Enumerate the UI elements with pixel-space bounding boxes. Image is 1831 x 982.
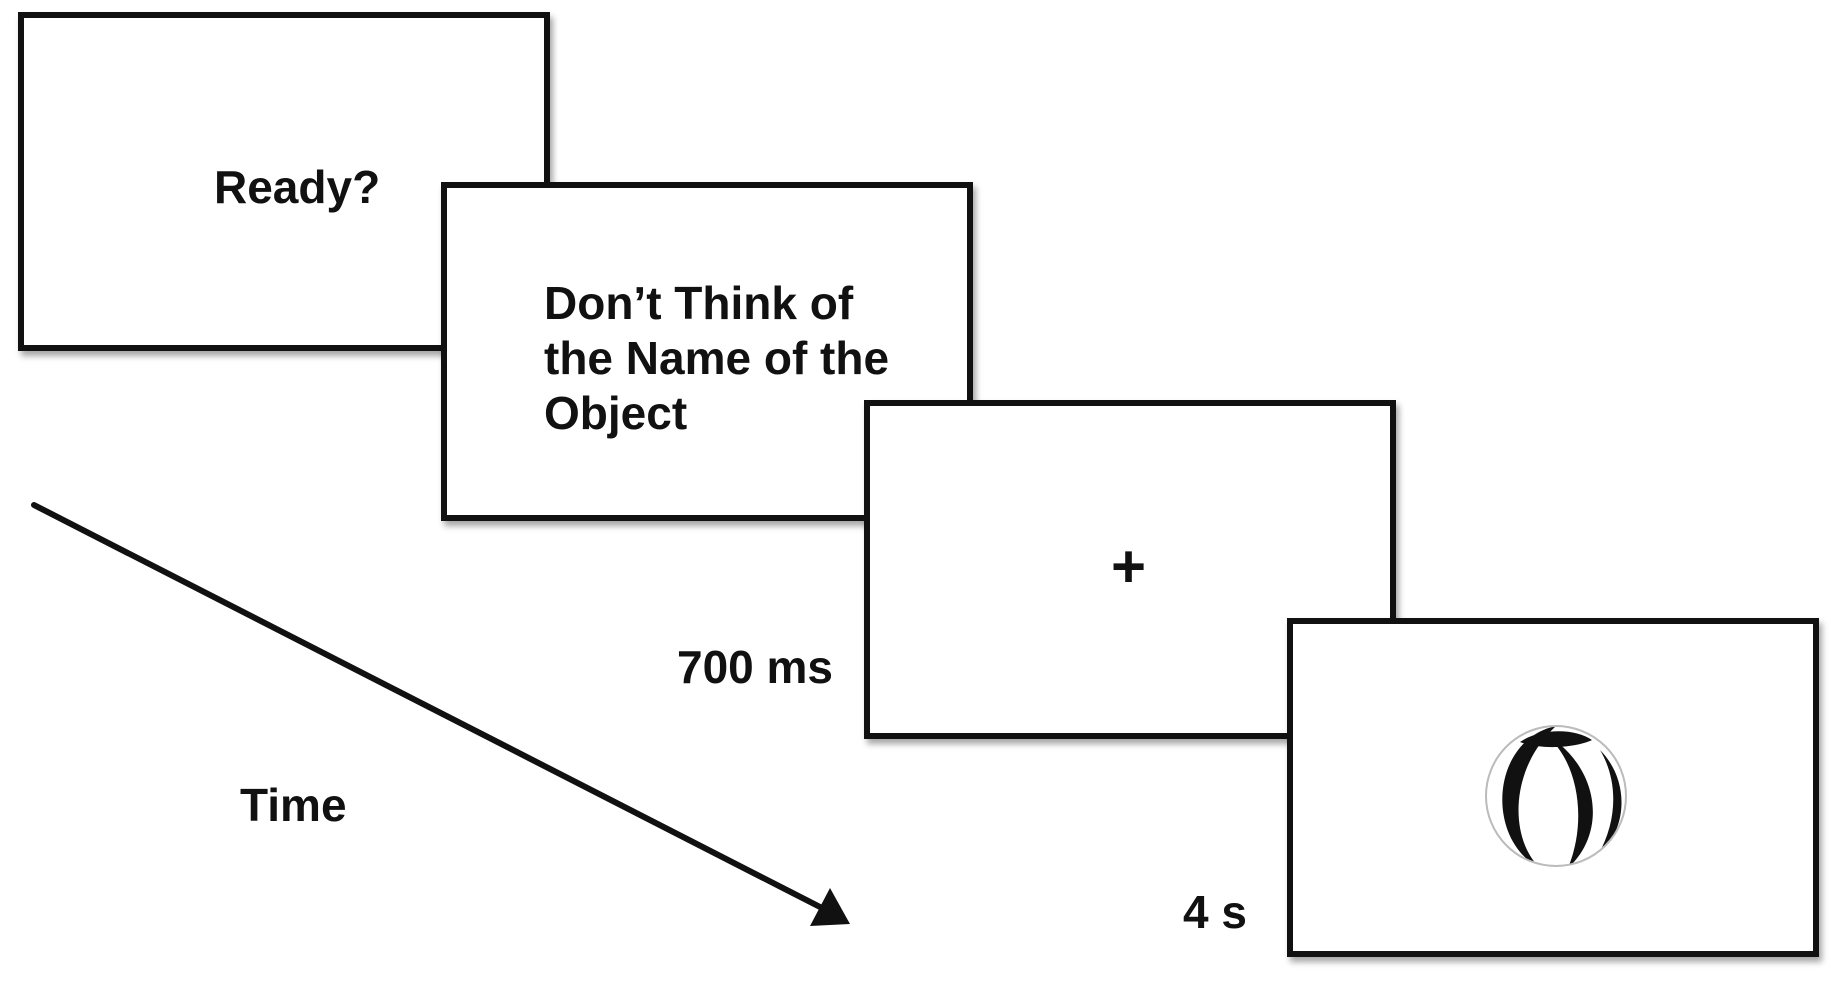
screen-object [1287, 618, 1819, 957]
fixation-cross: + [1111, 533, 1147, 600]
time-arrow-head [810, 888, 850, 926]
instruction-text: Don’t Think of the Name of the Object [544, 277, 890, 439]
ready-text: Ready? [214, 161, 381, 213]
time-arrow-shaft [31, 502, 825, 911]
object-duration-label: 4 s [1183, 886, 1247, 938]
beach-ball-icon [1485, 725, 1627, 867]
fixation-duration-label: 700 ms [677, 641, 834, 693]
screen-ready: Ready? [18, 12, 550, 351]
time-axis-label: Time [240, 779, 347, 831]
